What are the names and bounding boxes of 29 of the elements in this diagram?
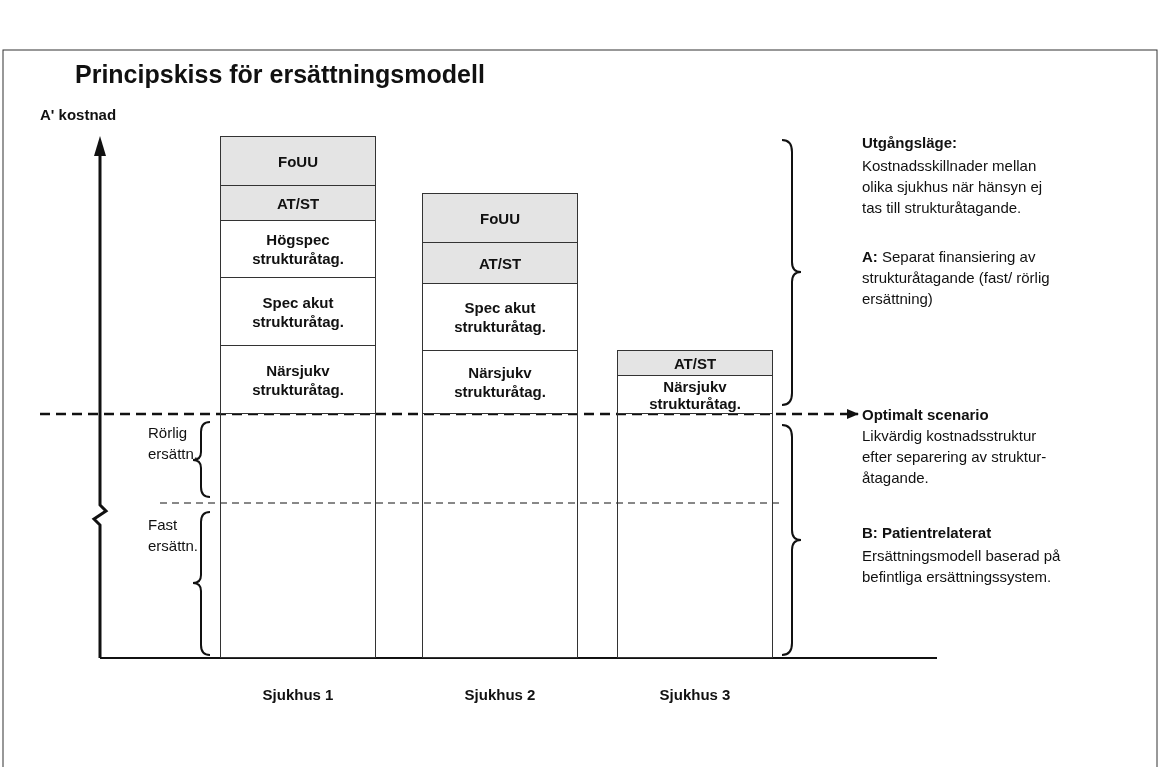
heading: Utgångsläge: [862,133,957,153]
bar-segment [617,413,773,658]
bar-segment: Spec akut strukturåtag. [422,283,578,351]
description: Likvärdig kostnadsstruktur efter separering av struktur-åtagande. [862,426,1047,488]
bar-segment: Närsjukv strukturåtag. [422,350,578,414]
bar-segment: FoUU [422,193,578,243]
axis-label: Sjukhus 3 [658,685,732,705]
axis-label: Sjukhus 2 [463,685,537,705]
heading: B: Patientrelaterat [862,523,992,543]
bar-segment [220,413,376,658]
axis-label: A' kostnad [40,105,117,125]
axis-note: Fast ersättn. [148,515,196,556]
description: Ersättningsmodell baserad på befintliga ersättningssystem. [862,546,1062,587]
axis-note: Rörlig ersättn. [148,423,196,464]
bar-segment: AT/ST [617,350,773,376]
bar-segment: Närsjukv strukturåtag. [617,375,773,414]
bar-segment: FoUU [220,136,376,186]
description: Kostnadsskillnader mellan olika sjukhus när hänsyn ej tas till strukturåtagande. [862,156,1044,218]
bar-segment: Närsjukv strukturåtag. [220,345,376,414]
bar-segment: Spec akut strukturåtag. [220,277,376,346]
bar-segment: Högspec strukturåtag. [220,220,376,278]
axis-label: Sjukhus 1 [261,685,335,705]
title: Principskiss för ersättningsmodell [75,59,485,90]
bar-segment: AT/ST [422,242,578,284]
bar-segment [422,413,578,658]
heading: Optimalt scenario [862,405,990,425]
bar-segment: AT/ST [220,185,376,221]
note: A: Separat finansiering av strukturåtagande (fast/ rörlig ersättning) [862,247,1051,309]
dashed-arrow [40,409,859,419]
